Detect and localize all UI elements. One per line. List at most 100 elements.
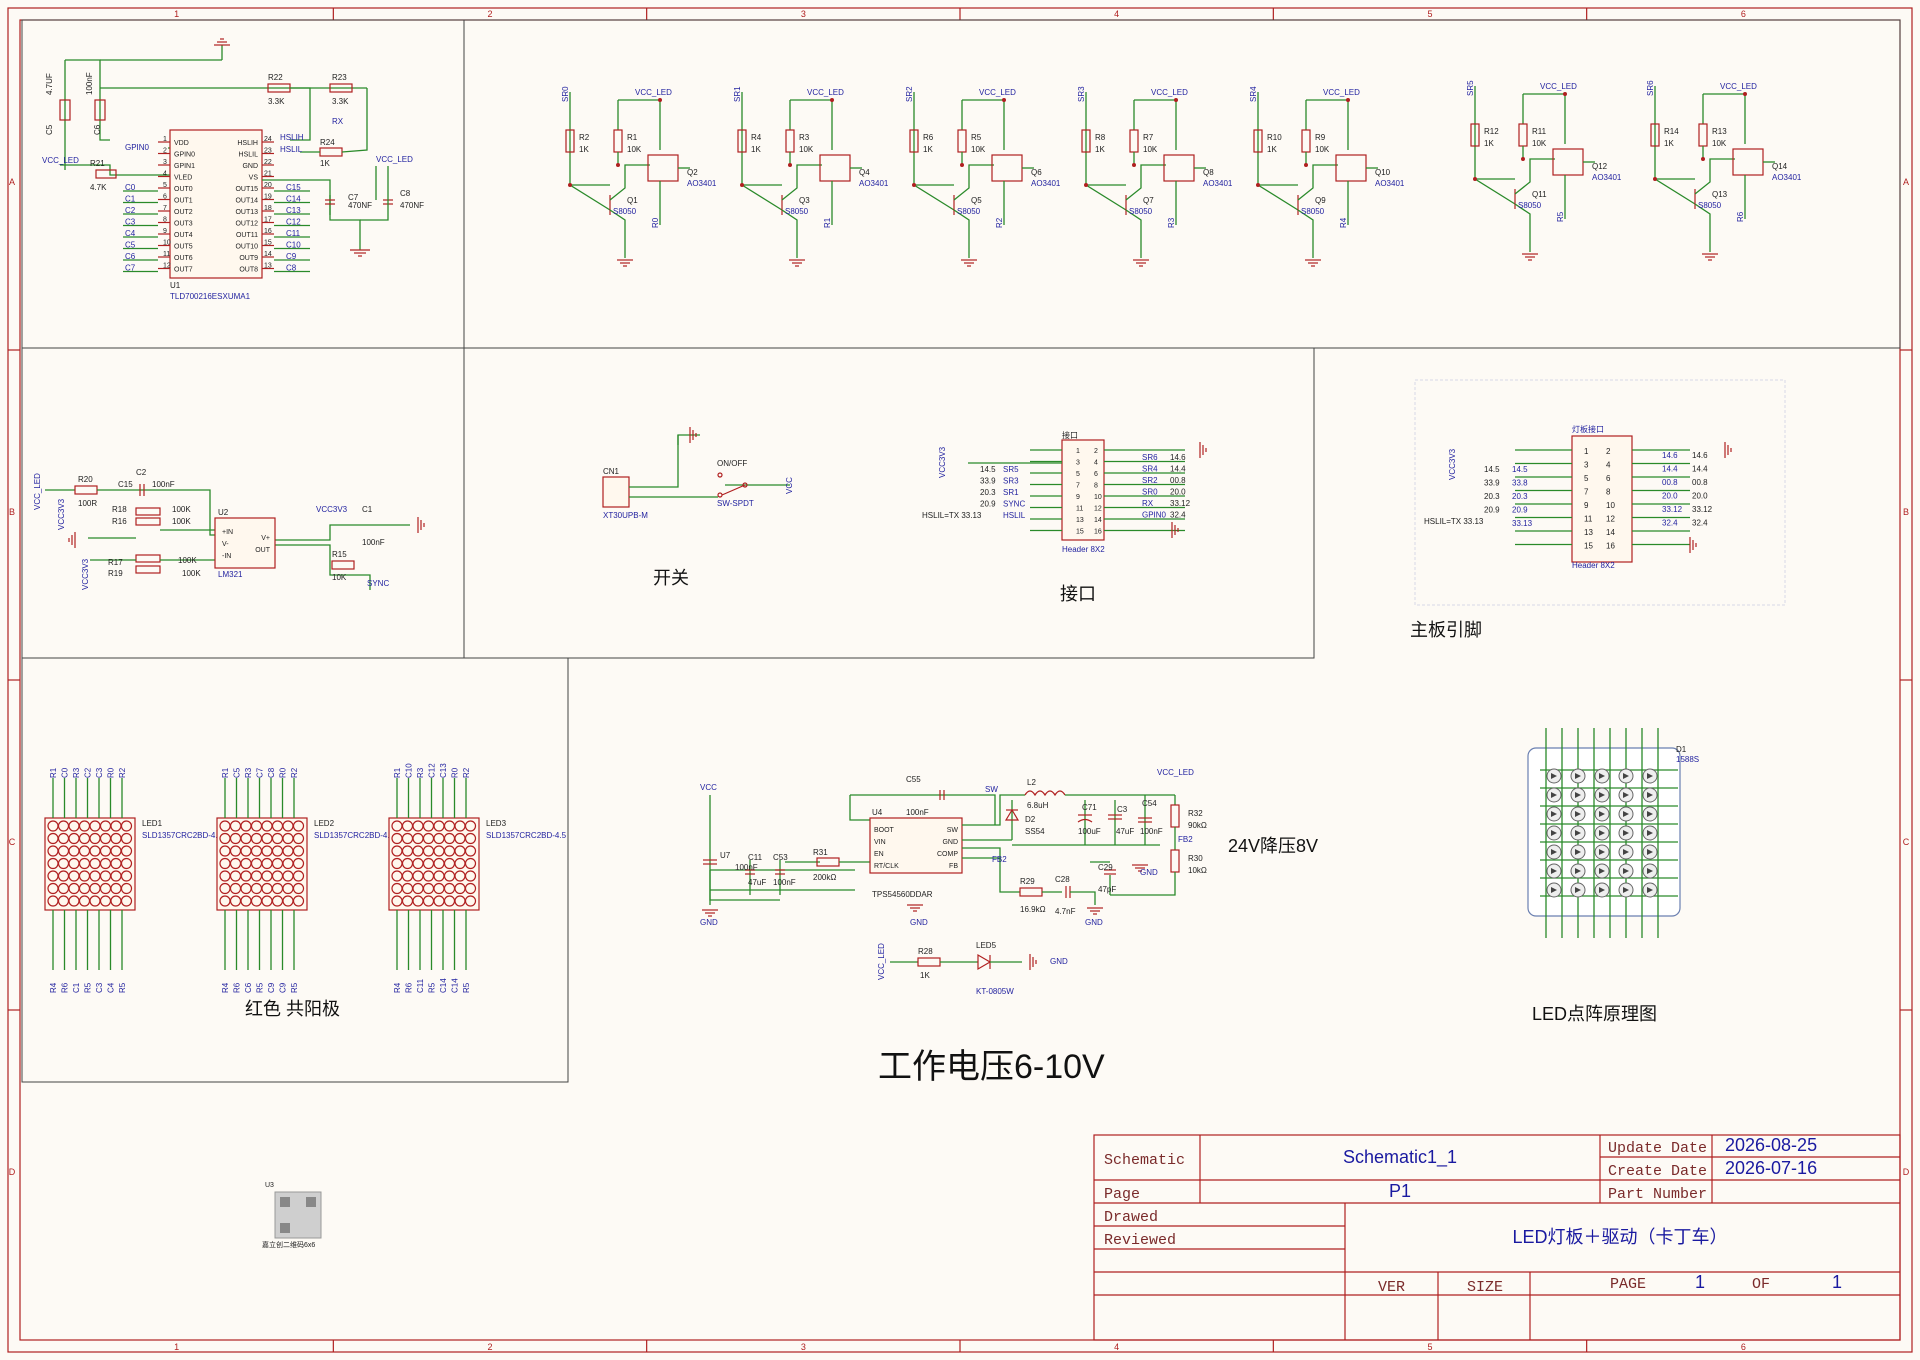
if-right-val: 14.4 <box>1170 465 1186 474</box>
u1-pin-label: OUT4 <box>174 232 193 239</box>
title-block <box>1093 1134 1901 1341</box>
led-top-net: R3 <box>416 767 425 778</box>
value-label: 1K <box>920 971 930 980</box>
u4-pin: FB <box>949 863 958 870</box>
led-bottom-net: R4 <box>221 982 230 993</box>
led-top-net: R2 <box>290 767 299 778</box>
led-bottom-net: R6 <box>61 982 70 993</box>
base-resistor-value: 1K <box>1095 145 1105 154</box>
buck-label: C28 <box>1055 875 1070 884</box>
vcc-label: VCC3V3 <box>57 498 66 530</box>
u1-net-label: HSLIL <box>280 145 303 154</box>
header-pin: 3 <box>1076 460 1080 467</box>
buck-label: SS54 <box>1025 827 1045 836</box>
mb-pin: 3 <box>1584 461 1589 470</box>
value-label: 100K <box>182 569 201 578</box>
u1-pin-number: 2 <box>163 148 167 155</box>
buck-label: FB2 <box>992 855 1007 864</box>
buck-label: 47pF <box>1098 885 1116 894</box>
led-ref: LED1 <box>142 819 163 828</box>
buck-label: FB2 <box>1178 835 1193 844</box>
col-marker: 5 <box>1427 9 1432 19</box>
u1-pin-label: HSLIH <box>237 140 258 147</box>
u1-net-label: C7 <box>125 264 136 273</box>
buck-label: TPS54560DDAR <box>872 890 933 899</box>
row-output-label: R0 <box>651 217 660 228</box>
u2-chip <box>214 517 276 569</box>
u1-pin-label: OUT12 <box>235 221 258 228</box>
transistor-stages: SR0R21KR110KQ1S8050Q2AO3401VCC_LEDR0SR1R… <box>561 80 1802 267</box>
led-matrix-part: R1R4C10R6R3C11C12R5C13C14R0C14R2R5LED3SL… <box>388 763 567 993</box>
u1-net-label: C13 <box>286 206 301 215</box>
value-label: 3.3K <box>332 97 349 106</box>
mb-pin: 15 <box>1584 542 1593 551</box>
buck-label: C3 <box>1117 805 1128 814</box>
row-output-label: R1 <box>823 217 832 228</box>
led-bottom-net: C9 <box>279 982 288 993</box>
npn-ref: Q11 <box>1532 190 1547 199</box>
header-pin: 15 <box>1076 529 1084 536</box>
header-pin: 11 <box>1076 506 1083 513</box>
u1-net-label: C14 <box>286 195 301 204</box>
led-matrices: R1R4C0R6R3C1C2R5C3C3R0C4R2R5LED1SLD1357C… <box>44 763 567 1019</box>
buck-label: 16.9kΩ <box>1020 905 1046 914</box>
buck-converter: VCCU7100nFC1147uFC53100nFR31200kΩC55100n… <box>700 768 1318 927</box>
buck-label: C54 <box>1142 799 1157 808</box>
matrix-caption: LED点阵原理图 <box>1532 1004 1657 1024</box>
u1-net-label: HSLIH <box>280 133 304 142</box>
led-top-net: C7 <box>256 767 265 778</box>
led-top-net: C2 <box>84 767 93 778</box>
tb-page-num: 1 <box>1695 1272 1705 1292</box>
led-bottom-net: C14 <box>451 978 460 993</box>
mb-title: 灯板接口 <box>1572 424 1604 434</box>
u1-pin-number: 17 <box>264 217 272 224</box>
header-pin: 14 <box>1094 517 1102 524</box>
col-marker: 5 <box>1427 1342 1432 1352</box>
row-output-label: R3 <box>1167 217 1176 228</box>
mb-right-val: 00.8 <box>1662 478 1678 487</box>
base-resistor-value: 1K <box>751 145 761 154</box>
mosfet-ref: Q10 <box>1375 168 1391 177</box>
ref-label: R28 <box>918 947 933 956</box>
tb-drawed-label: Drawed <box>1104 1209 1158 1226</box>
buck-label: R32 <box>1188 809 1203 818</box>
base-resistor-ref: R6 <box>923 133 934 142</box>
base-resistor-value: 1K <box>1484 139 1494 148</box>
led-top-net: C10 <box>405 763 414 778</box>
u4-pin: COMP <box>937 851 958 858</box>
buck-label: 90kΩ <box>1188 821 1207 830</box>
ref-label: C8 <box>400 189 411 198</box>
mb-right-val: 20.0 <box>1662 492 1678 501</box>
pull-resistor-value: 10K <box>1143 145 1158 154</box>
buck-label: R29 <box>1020 877 1035 886</box>
led-top-net: C12 <box>428 763 437 778</box>
header-pin: 13 <box>1076 517 1084 524</box>
row-marker: C <box>1903 837 1910 847</box>
led-bottom-net: C6 <box>244 982 253 993</box>
mb-note-val: 33.13 <box>1512 519 1533 528</box>
switch-part: SW-SPDT <box>717 499 754 508</box>
tb-reviewed-label: Reviewed <box>1104 1232 1176 1249</box>
npn-ref: Q7 <box>1143 196 1154 205</box>
net-label: GPIN0 <box>125 143 150 152</box>
u1-pin-label: OUT11 <box>236 232 258 239</box>
ref-label: R15 <box>332 550 347 559</box>
mosfet-type: AO3401 <box>1375 179 1405 188</box>
led-bottom-net: R6 <box>405 982 414 993</box>
pull-resistor-ref: R13 <box>1712 127 1727 136</box>
mb-right-val2: 00.8 <box>1692 478 1708 487</box>
row-output-label: R6 <box>1736 211 1745 222</box>
vcc-label: VCC_LED <box>877 943 886 980</box>
interface-header-body <box>1061 439 1105 541</box>
u1-pin-number: 10 <box>163 240 171 247</box>
value-label: 100nF <box>152 480 175 489</box>
mb-pin: 16 <box>1606 542 1615 551</box>
mb-pin: 10 <box>1606 501 1615 510</box>
ground-symbol <box>1689 537 1697 553</box>
ref-label: R19 <box>108 569 123 578</box>
cn1-part: XT30UPB-M <box>603 511 648 520</box>
